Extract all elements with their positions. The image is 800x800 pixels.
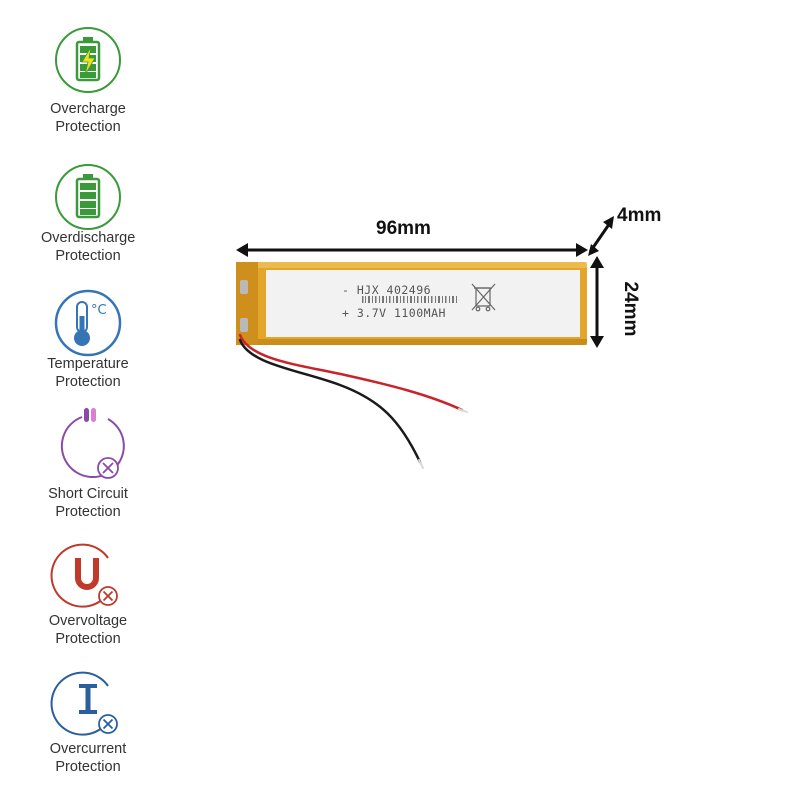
feature-label-line1: Temperature <box>47 356 129 372</box>
feature-label-line2: Protection <box>55 631 121 647</box>
feature-short-circuit: Short Circuit Protection <box>0 405 200 525</box>
feature-label-line1: Overvoltage <box>48 613 128 629</box>
battery-body <box>236 262 587 345</box>
width-dimension-arrow <box>236 243 588 257</box>
depth-dimension-label: 4mm <box>617 205 662 226</box>
feature-overvoltage: Overvoltage Protection <box>0 540 200 660</box>
feature-label-line1: Overcurrent <box>49 741 127 757</box>
depth-dimension-arrow <box>588 216 614 256</box>
feature-overdischarge: Overdischarge Protection <box>0 162 200 282</box>
temperature-unit: °C <box>91 303 107 318</box>
thermometer-icon: °C <box>54 289 122 357</box>
feature-label-line2: Protection <box>55 119 121 135</box>
feature-label-line2: Protection <box>55 248 121 264</box>
feature-label-line2: Protection <box>55 374 121 390</box>
battery-label-area <box>266 270 580 337</box>
feature-label-line1: Overdischarge <box>41 230 135 246</box>
battery-full-icon <box>55 164 121 230</box>
barcode-icon <box>362 296 457 303</box>
feature-label-line2: Protection <box>55 504 121 520</box>
battery-charging-icon <box>55 27 121 93</box>
short-circuit-icon <box>60 408 125 479</box>
feature-temperature: °C Temperature Protection <box>0 288 200 398</box>
feature-label-line1: Overcharge <box>50 101 126 117</box>
current-i-icon <box>50 671 118 736</box>
battery-spec-text: + 3.7V 1100MAH <box>342 306 446 320</box>
protection-features-list: Overcharge Protection Overdischarge Prot… <box>0 0 200 800</box>
battery-model-text: - HJX 402496 <box>342 283 432 297</box>
height-dimension-arrow <box>590 256 604 348</box>
battery-wires <box>238 333 468 469</box>
height-dimension-label: 24mm <box>620 281 641 337</box>
feature-label-line1: Short Circuit <box>48 486 128 502</box>
feature-overcurrent: Overcurrent Protection <box>0 668 200 788</box>
feature-overcharge: Overcharge Protection <box>0 25 200 145</box>
voltage-u-icon <box>50 543 118 608</box>
width-dimension-label: 96mm <box>376 218 431 239</box>
feature-label-line2: Protection <box>55 759 121 775</box>
recycle-bin-icon <box>471 283 496 312</box>
